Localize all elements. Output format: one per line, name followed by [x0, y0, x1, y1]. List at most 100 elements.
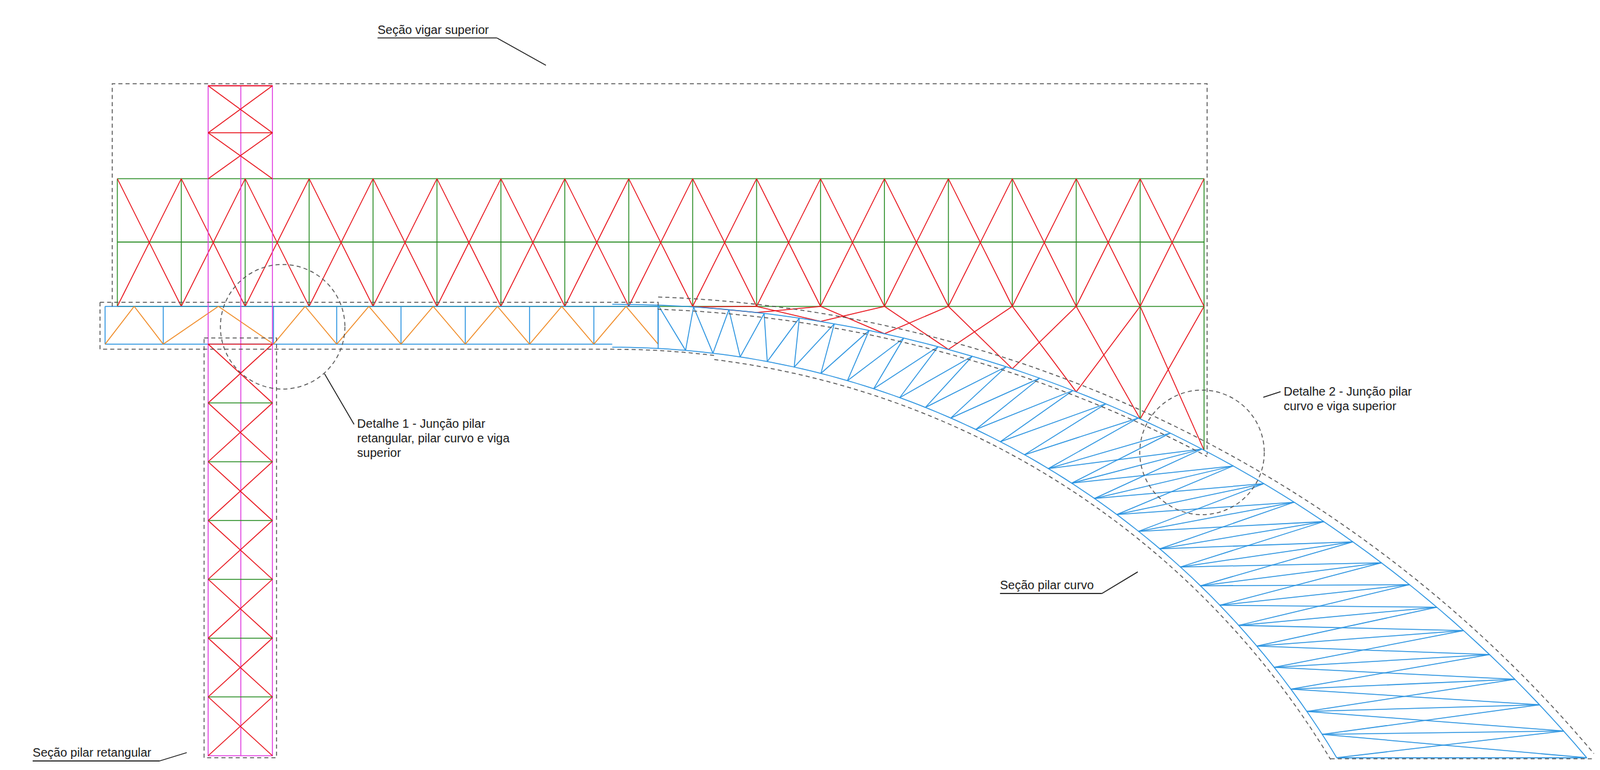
arc-diagonal: [1048, 448, 1202, 469]
strip-vertical: [400, 306, 402, 344]
leader-line: [324, 373, 355, 424]
bracing-member: [884, 306, 948, 334]
arc-diagonal: [1219, 562, 1382, 606]
column-horizontal: [208, 85, 273, 87]
label-text: Detalhe 1 - Junção pilar retangular, pil…: [357, 416, 510, 460]
bracing-member: [948, 306, 1013, 350]
strip-diagonal: [336, 306, 369, 344]
strip-diagonal: [497, 306, 530, 344]
detail-circle: [1139, 389, 1264, 515]
column-diagonal: [208, 85, 273, 133]
column-diagonal: [208, 520, 273, 580]
strip-diagonal: [465, 306, 498, 344]
arc-vertical: [1094, 465, 1234, 499]
diagonal-member: [181, 178, 246, 307]
label-underline: [1000, 592, 1103, 594]
section-outline: [203, 337, 276, 758]
bracing-member: [820, 306, 885, 334]
section-label: Seção vigar superior: [377, 22, 489, 37]
label-text: Seção pilar retangular: [32, 745, 152, 759]
arc-diagonal: [821, 323, 835, 374]
arc-diagonal: [1116, 502, 1294, 515]
column-diagonal: [208, 696, 273, 756]
leader-line: [1263, 391, 1281, 398]
arc-vertical: [1336, 756, 1587, 759]
arc-chord: [611, 304, 1587, 758]
arc-diagonal: [1200, 584, 1409, 586]
arc-diagonal: [1290, 689, 1540, 705]
vertical-member: [1011, 178, 1013, 307]
arc-vertical: [873, 346, 939, 389]
section-outline: [658, 296, 1594, 754]
bracing-member: [1140, 306, 1204, 451]
leader-line: [496, 38, 546, 66]
strip-vertical: [464, 306, 466, 344]
arc-vertical: [1238, 607, 1437, 626]
arc-vertical: [821, 330, 870, 374]
arc-diagonal: [1000, 390, 1073, 442]
bracing-member: [1075, 306, 1140, 392]
vertical-member: [1203, 178, 1205, 307]
arc-vertical: [1219, 584, 1409, 605]
arc-diagonal: [1159, 541, 1353, 549]
arc-diagonal: [975, 377, 1040, 430]
arc-diagonal: [1094, 483, 1264, 498]
arc-diagonal: [1180, 521, 1324, 568]
vertical-member: [372, 178, 374, 307]
vertical-member: [1075, 178, 1078, 307]
column-diagonal: [208, 132, 273, 179]
diagonal-member: [820, 178, 885, 307]
column-outline: [208, 85, 273, 756]
diagonal-member: [756, 178, 821, 307]
diagonal-member: [373, 178, 437, 307]
truss-group: [32, 38, 1594, 762]
column-diagonal: [208, 579, 273, 639]
diagonal-member: [884, 178, 948, 307]
arc-diagonal: [1048, 417, 1138, 469]
diagonal-member: [1075, 178, 1140, 307]
detail-label: Detalhe 1 - Junção pilar retangular, pil…: [357, 416, 521, 460]
strip-vertical: [336, 306, 338, 344]
strip-chord: [104, 343, 612, 345]
arc-diagonal: [1094, 448, 1203, 498]
diagonal-member: [692, 178, 757, 307]
diagonal-member: [309, 178, 374, 307]
diagonal-member: [436, 178, 501, 307]
strip-diagonal: [273, 306, 306, 344]
vertical-member: [1139, 306, 1141, 419]
arc-diagonal: [1238, 584, 1410, 625]
column-diagonal: [208, 638, 273, 697]
diagonal-member: [564, 178, 629, 307]
arc-vertical: [685, 306, 694, 351]
arc-vertical: [1180, 541, 1353, 567]
strip-chord: [104, 305, 659, 307]
vertical-member: [308, 178, 310, 307]
diagonal-member: [309, 178, 374, 307]
vertical-member: [245, 178, 247, 307]
top-chord: [117, 178, 1204, 180]
vertical-member: [500, 178, 502, 307]
diagonal-member: [1140, 178, 1204, 307]
vertical-member: [628, 178, 630, 307]
arc-diagonal: [1336, 730, 1564, 758]
arc-diagonal: [1219, 605, 1437, 608]
strip-diagonal: [593, 306, 626, 344]
diagonal-member: [884, 178, 948, 307]
arc-vertical: [1200, 562, 1382, 586]
diagonal-member: [1012, 178, 1076, 307]
label-text: Seção vigar superior: [377, 23, 489, 37]
bracing-member: [1012, 306, 1076, 369]
column-diagonal: [208, 638, 273, 697]
column-horizontal: [208, 696, 273, 698]
strip-diagonal: [433, 306, 466, 344]
column-diagonal: [208, 461, 273, 521]
column-diagonal: [208, 696, 273, 756]
arc-vertical: [1274, 654, 1490, 668]
section-label: Seção pilar retangular: [32, 744, 152, 760]
arc-chord: [611, 346, 1337, 758]
column-horizontal: [208, 402, 273, 404]
bracing-member: [1075, 306, 1140, 419]
section-outline: [112, 83, 1207, 455]
strip-vertical: [593, 306, 595, 344]
column-horizontal: [208, 519, 273, 522]
